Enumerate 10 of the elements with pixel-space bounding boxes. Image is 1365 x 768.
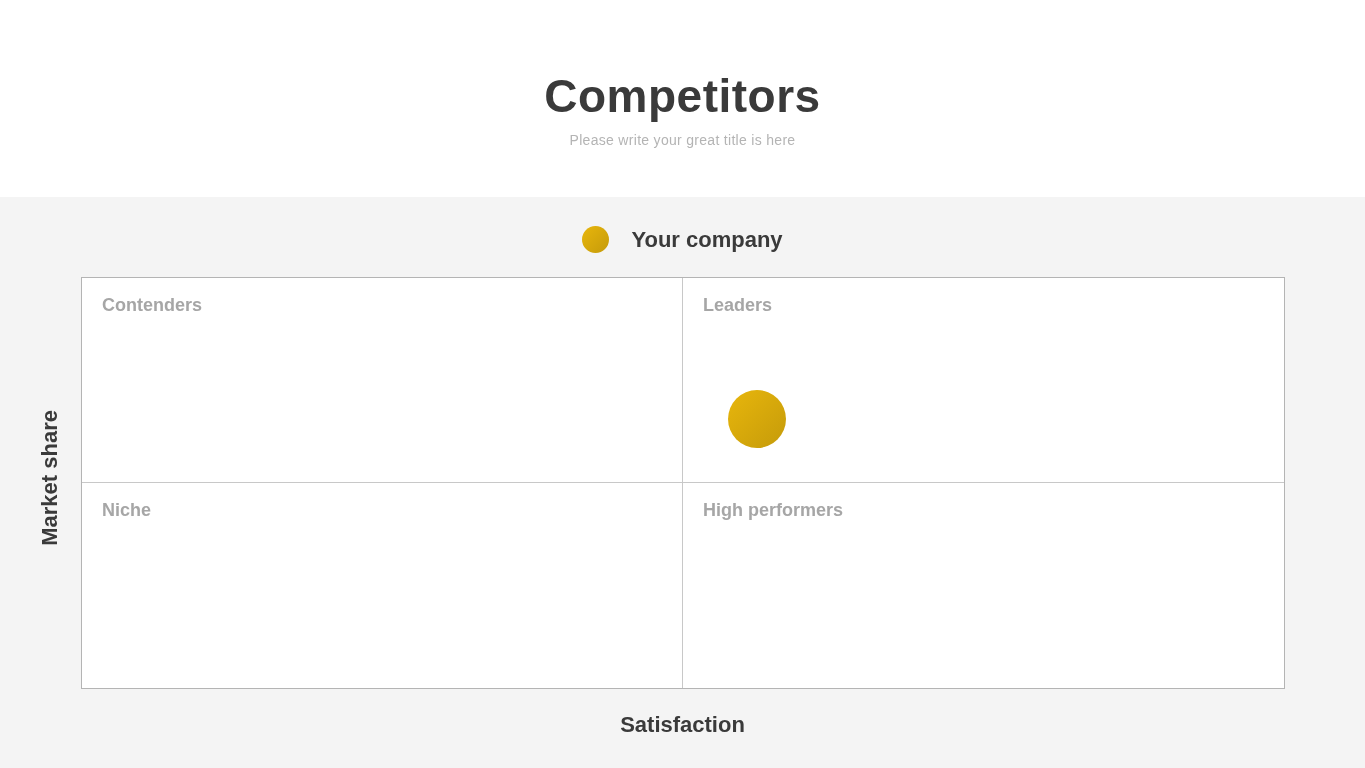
- axis-label: Satisfaction: [620, 711, 745, 739]
- quadrant: [82, 278, 683, 483]
- quadrant-label: Leaders: [703, 294, 773, 317]
- quadrant-label: Contenders: [102, 294, 202, 317]
- quadrant-label: High performers: [703, 499, 844, 522]
- legend-label: Your company: [631, 226, 783, 254]
- title: Competitors: [544, 70, 821, 122]
- axis-label: Market share: [36, 410, 63, 546]
- quadrant-label: Niche: [102, 499, 152, 522]
- subtitle: Please write your great title is here: [569, 131, 796, 150]
